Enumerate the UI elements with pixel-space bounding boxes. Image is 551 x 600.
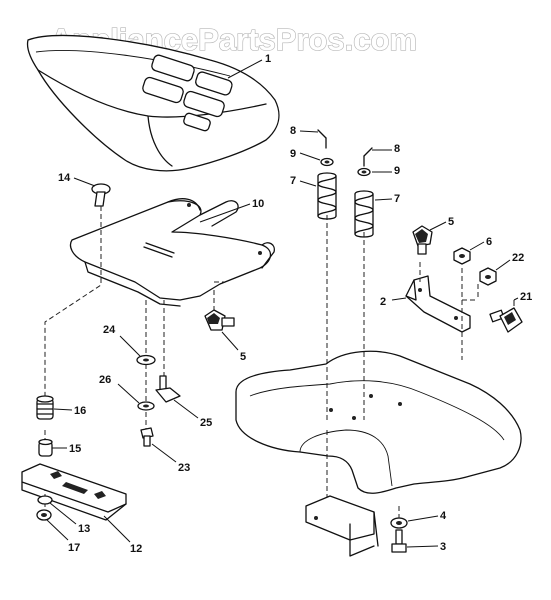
part-washer-24[interactable] bbox=[136, 354, 156, 366]
part-slide-bracket[interactable] bbox=[21, 463, 127, 521]
part-nut-22[interactable] bbox=[479, 267, 497, 286]
part-nut-6[interactable] bbox=[453, 247, 471, 265]
frame-fender bbox=[235, 350, 522, 494]
callout-7-left: 7 bbox=[290, 175, 296, 187]
part-washer-9-right[interactable] bbox=[357, 167, 371, 177]
callout-15: 15 bbox=[69, 443, 81, 455]
part-seat[interactable] bbox=[26, 34, 280, 172]
callout-17: 17 bbox=[68, 542, 80, 554]
part-washer-13[interactable] bbox=[37, 495, 53, 505]
callout-6: 6 bbox=[486, 236, 492, 248]
part-bracket-2[interactable] bbox=[405, 275, 471, 333]
callout-25: 25 bbox=[200, 417, 212, 429]
callout-21: 21 bbox=[520, 291, 532, 303]
callout-4: 4 bbox=[440, 510, 447, 522]
callout-12: 12 bbox=[130, 543, 142, 555]
callout-3: 3 bbox=[440, 541, 446, 553]
callout-9-right: 9 bbox=[394, 165, 400, 177]
callout-24: 24 bbox=[103, 324, 116, 336]
part-washer-9-left[interactable] bbox=[320, 157, 334, 167]
part-seat-pan[interactable] bbox=[69, 198, 275, 307]
callout-23: 23 bbox=[178, 462, 190, 474]
part-adjuster-right[interactable] bbox=[412, 225, 433, 255]
part-washer-26[interactable] bbox=[137, 401, 155, 411]
callout-22: 22 bbox=[512, 252, 524, 264]
part-knob[interactable] bbox=[91, 183, 111, 207]
part-pin-8-right[interactable] bbox=[363, 147, 373, 167]
callout-5-right: 5 bbox=[448, 216, 454, 228]
callout-10: 10 bbox=[252, 198, 264, 210]
frame-lower-bracket bbox=[305, 495, 379, 557]
callout-1: 1 bbox=[265, 53, 271, 65]
part-spring-16[interactable] bbox=[36, 395, 54, 420]
callout-13: 13 bbox=[78, 523, 90, 535]
callout-9-left: 9 bbox=[290, 148, 296, 160]
part-pin-8-left[interactable] bbox=[317, 129, 327, 149]
part-spring-7-right[interactable] bbox=[354, 190, 374, 238]
part-bolt-23[interactable] bbox=[140, 427, 154, 447]
part-adjuster-left[interactable] bbox=[204, 309, 235, 331]
callout-8-left: 8 bbox=[290, 125, 296, 137]
part-nut-17[interactable] bbox=[36, 509, 52, 521]
callout-5-left: 5 bbox=[240, 351, 246, 363]
callout-7-right: 7 bbox=[394, 193, 400, 205]
part-bolt-21[interactable] bbox=[489, 307, 523, 333]
callout-2: 2 bbox=[380, 296, 386, 308]
part-spring-7-left[interactable] bbox=[317, 172, 337, 220]
callout-16: 16 bbox=[74, 405, 86, 417]
part-washer-4[interactable] bbox=[390, 517, 408, 529]
callout-26: 26 bbox=[99, 374, 111, 386]
callout-14: 14 bbox=[58, 172, 71, 184]
part-bushing-15[interactable] bbox=[38, 438, 53, 457]
callout-8-right: 8 bbox=[394, 143, 400, 155]
part-bolt-25[interactable] bbox=[155, 375, 181, 403]
part-bolt-3[interactable] bbox=[391, 529, 407, 553]
